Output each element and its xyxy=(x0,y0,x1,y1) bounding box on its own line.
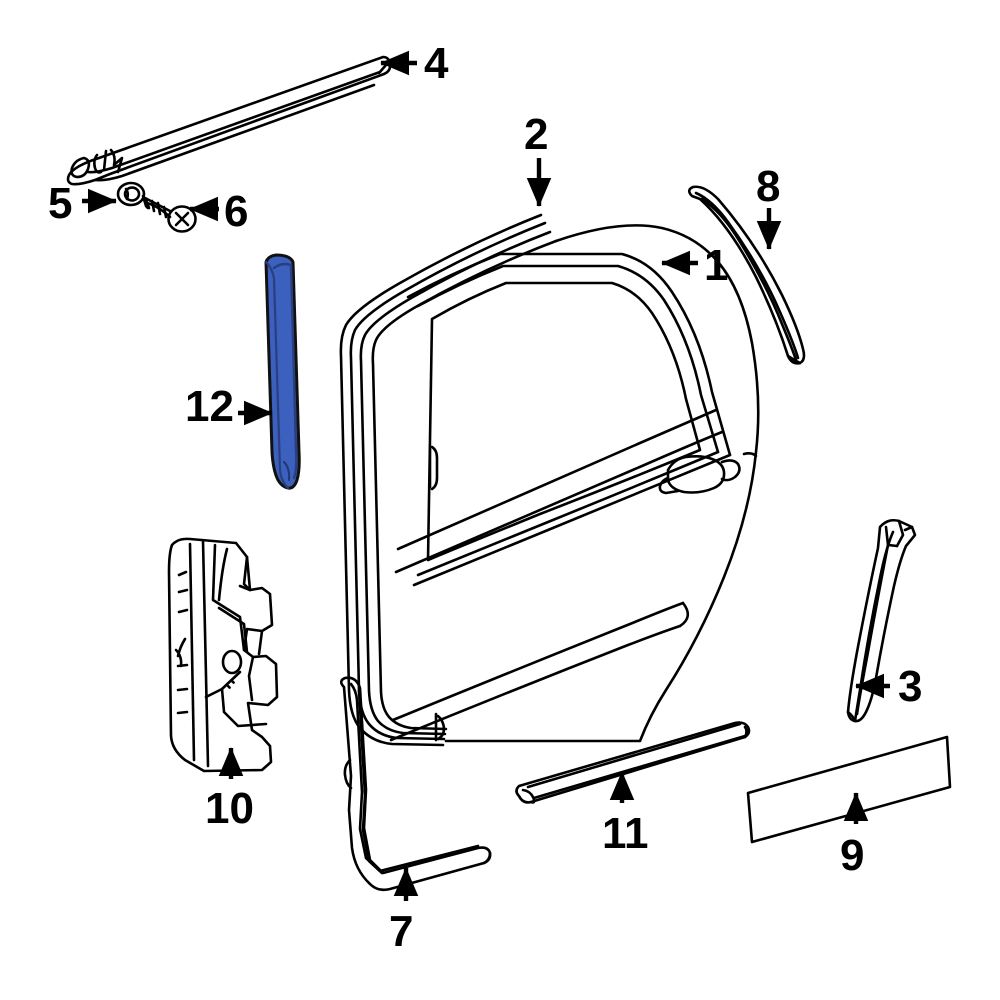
callout-label-5[interactable]: 5 xyxy=(48,179,73,228)
part-7-lower-weatherstrip xyxy=(339,676,492,892)
callout-label-4[interactable]: 4 xyxy=(424,39,449,88)
callout-label-11[interactable]: 11 xyxy=(602,809,649,858)
callout-label-10[interactable]: 10 xyxy=(205,784,254,833)
part-12-pillar-applique-highlight xyxy=(264,253,301,490)
callout-label-1[interactable]: 1 xyxy=(704,241,729,290)
callout-label-12[interactable]: 12 xyxy=(185,382,234,431)
part-1-door-shell xyxy=(339,213,760,747)
callout-label-9[interactable]: 9 xyxy=(840,831,865,880)
part-6-screw xyxy=(141,194,197,233)
part-10-door-bracket xyxy=(167,537,279,773)
callout-label-2[interactable]: 2 xyxy=(524,110,549,159)
callout-leader-lines xyxy=(82,50,890,901)
part-11-body-molding xyxy=(515,721,751,804)
part-4-run-channel xyxy=(66,55,392,186)
part-5-grommet xyxy=(116,181,146,207)
callout-label-3[interactable]: 3 xyxy=(898,662,923,711)
callout-label-6[interactable]: 6 xyxy=(224,187,249,236)
callout-label-7[interactable]: 7 xyxy=(389,907,414,956)
part-9-lower-applique xyxy=(746,735,952,844)
callout-label-8[interactable]: 8 xyxy=(756,162,781,211)
part-8-rear-weatherstrip xyxy=(687,185,806,365)
